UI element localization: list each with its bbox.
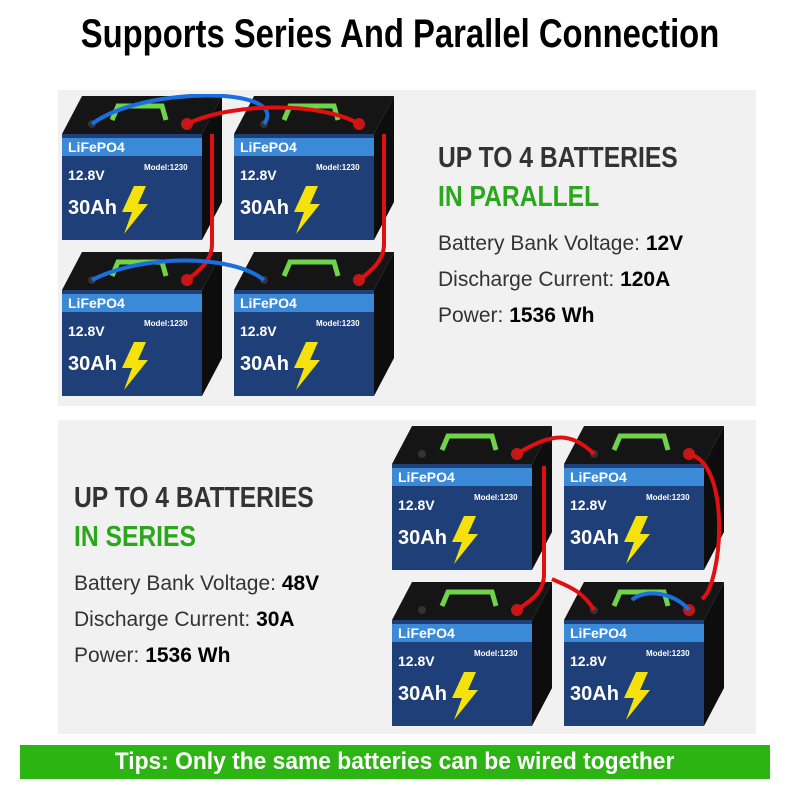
blue-cable — [91, 258, 266, 282]
battery: LiFePO4 12.8V 30Ah Model:1230 — [392, 426, 552, 570]
chemistry-label: LiFePO4 — [398, 469, 455, 485]
battery-handle — [281, 259, 341, 277]
voltage-label: 12.8V — [68, 323, 105, 339]
series-heading: UP TO 4 BATTERIES — [74, 482, 314, 514]
voltage-label: 12.8V — [68, 167, 105, 183]
red-cable — [688, 452, 722, 601]
lightning-icon — [624, 672, 650, 720]
series-power: Power: 1536 Wh — [74, 644, 231, 667]
series-voltage: Battery Bank Voltage: 48V — [74, 572, 320, 595]
negative-terminal — [418, 606, 426, 614]
parallel-heading: UP TO 4 BATTERIES — [438, 142, 678, 174]
battery-side — [374, 252, 394, 396]
chemistry-label: LiFePO4 — [570, 469, 627, 485]
capacity-label: 30Ah — [240, 197, 289, 219]
voltage-label: 12.8V — [240, 167, 277, 183]
voltage-label: 12.8V — [570, 497, 607, 513]
capacity-label: 30Ah — [570, 683, 619, 705]
model-label: Model:1230 — [316, 319, 360, 328]
label-stripe — [392, 624, 532, 642]
tips-banner: Tips: Only the same batteries can be wir… — [20, 745, 770, 779]
red-cable — [551, 577, 596, 612]
label-stripe — [564, 468, 704, 486]
parallel-subheading: IN PARALLEL — [438, 181, 600, 213]
lightning-icon — [122, 342, 148, 390]
lightning-icon — [294, 342, 320, 390]
model-label: Model:1230 — [316, 163, 360, 172]
parallel-info: UP TO 4 BATTERIES IN PARALLEL Battery Ba… — [438, 142, 720, 328]
chemistry-label: LiFePO4 — [570, 625, 627, 641]
lightning-icon — [452, 516, 478, 564]
voltage-label: 12.8V — [398, 497, 435, 513]
negative-terminal — [418, 450, 426, 458]
battery: LiFePO4 12.8V 30Ah Model:1230 — [62, 96, 222, 240]
battery-side — [704, 582, 724, 726]
capacity-label: 30Ah — [68, 197, 117, 219]
parallel-batteries-image: LiFePO412.8V30AhModel:1230LiFePO412.8V30… — [62, 94, 394, 396]
model-label: Model:1230 — [474, 649, 518, 658]
blue-cable — [90, 94, 270, 126]
parallel-power: Power: 1536 Wh — [438, 304, 595, 327]
lightning-icon — [452, 672, 478, 720]
capacity-label: 30Ah — [398, 527, 447, 549]
label-stripe — [234, 294, 374, 312]
chemistry-label: LiFePO4 — [240, 295, 297, 311]
chemistry-label: LiFePO4 — [240, 139, 297, 155]
parallel-voltage: Battery Bank Voltage: 12V — [438, 232, 684, 255]
series-current: Discharge Current: 30A — [74, 608, 295, 631]
red-cable — [357, 134, 386, 282]
lightning-icon — [294, 186, 320, 234]
model-label: Model:1230 — [474, 493, 518, 502]
battery-handle — [611, 433, 671, 451]
blue-cable — [630, 591, 691, 612]
parallel-current: Discharge Current: 120A — [438, 268, 671, 291]
chemistry-label: LiFePO4 — [398, 625, 455, 641]
battery: LiFePO4 12.8V 30Ah Model:1230 — [564, 582, 724, 726]
red-cable — [186, 105, 361, 126]
label-stripe — [62, 138, 202, 156]
battery-top — [392, 426, 552, 464]
page-title: Supports Series And Parallel Connection — [80, 12, 720, 56]
label-stripe — [392, 468, 532, 486]
capacity-label: 30Ah — [240, 353, 289, 375]
battery-side — [202, 252, 222, 396]
capacity-label: 30Ah — [68, 353, 117, 375]
capacity-label: 30Ah — [570, 527, 619, 549]
battery: LiFePO4 12.8V 30Ah Model:1230 — [234, 252, 394, 396]
label-stripe — [62, 294, 202, 312]
series-info: UP TO 4 BATTERIES IN SERIES Battery Bank… — [74, 482, 356, 668]
red-cable — [515, 435, 596, 456]
lightning-icon — [624, 516, 650, 564]
voltage-label: 12.8V — [398, 653, 435, 669]
voltage-label: 12.8V — [570, 653, 607, 669]
voltage-label: 12.8V — [240, 323, 277, 339]
label-stripe — [234, 138, 374, 156]
capacity-label: 30Ah — [398, 683, 447, 705]
model-label: Model:1230 — [646, 649, 690, 658]
battery: LiFePO4 12.8V 30Ah Model:1230 — [234, 96, 394, 240]
series-batteries-image: LiFePO412.8V30AhModel:1230LiFePO412.8V30… — [392, 426, 724, 726]
battery: LiFePO4 12.8V 30Ah Model:1230 — [392, 582, 552, 726]
lightning-icon — [122, 186, 148, 234]
battery-side — [532, 582, 552, 726]
red-cable — [515, 466, 546, 612]
model-label: Model:1230 — [144, 163, 188, 172]
battery-handle — [611, 589, 671, 607]
chemistry-label: LiFePO4 — [68, 295, 125, 311]
chemistry-label: LiFePO4 — [68, 139, 125, 155]
battery-handle — [439, 433, 499, 451]
battery-handle — [439, 589, 499, 607]
model-label: Model:1230 — [646, 493, 690, 502]
label-stripe — [564, 624, 704, 642]
series-subheading: IN SERIES — [74, 521, 196, 553]
model-label: Model:1230 — [144, 319, 188, 328]
